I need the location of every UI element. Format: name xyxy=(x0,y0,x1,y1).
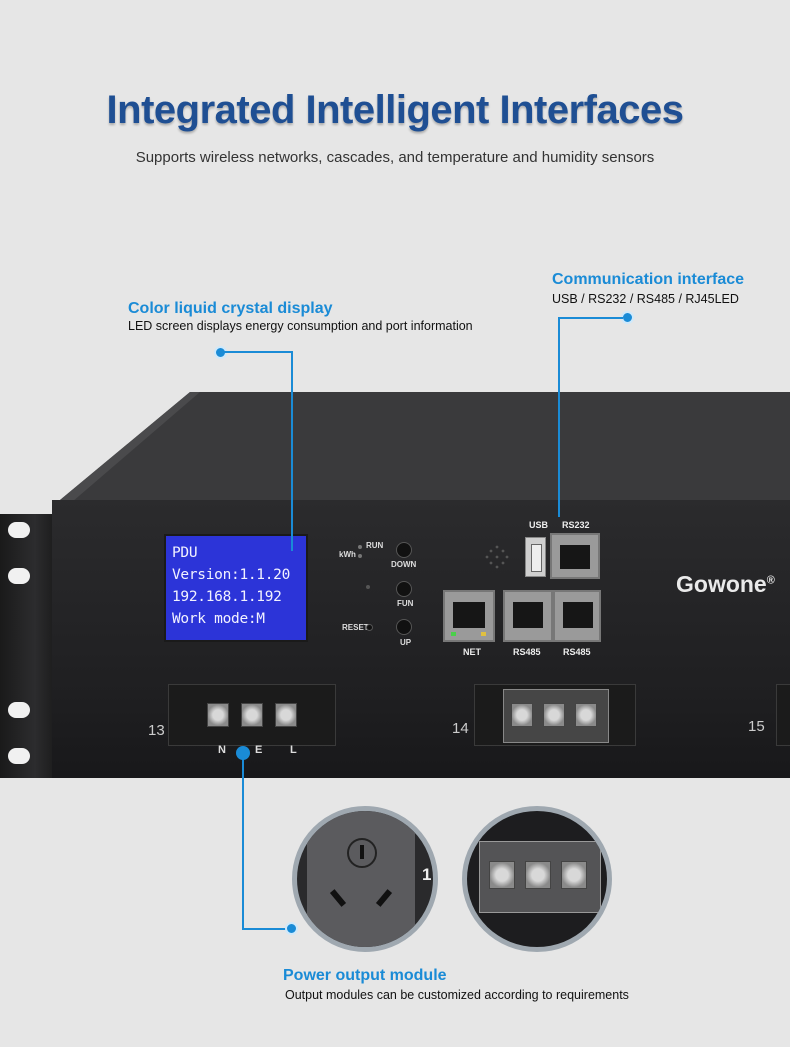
usb-port-label: USB xyxy=(529,520,549,530)
display-callout-desc: LED screen displays energy consumption a… xyxy=(128,319,473,333)
power-callout-line xyxy=(242,752,244,930)
rs485-port-b[interactable] xyxy=(553,590,601,642)
terminal-block-13 xyxy=(168,684,336,746)
terminal-number-13: 13 xyxy=(148,722,165,739)
power-callout-line xyxy=(242,928,288,930)
terminal-screw-icon xyxy=(207,703,229,727)
terminal-screw-icon xyxy=(275,703,297,727)
down-button-label: DOWN xyxy=(391,560,417,569)
terminal-number-15: 15 xyxy=(748,718,765,735)
rack-slot xyxy=(8,522,30,538)
power-callout-dot xyxy=(285,922,298,935)
terminal-block-14 xyxy=(474,684,636,746)
run-led-icon xyxy=(358,545,362,549)
terminal-screw-icon xyxy=(561,861,587,889)
terminal-label-n: N xyxy=(218,744,226,756)
socket-outlet-icon xyxy=(329,838,393,907)
run-indicator-label: RUN xyxy=(366,541,384,550)
lcd-line-version: Version:1.1.20 xyxy=(172,567,291,583)
terminal-screw-icon xyxy=(511,703,533,727)
lcd-line-device: PDU xyxy=(172,545,198,561)
down-button[interactable] xyxy=(396,542,412,558)
communication-callout-title: Communication interface xyxy=(552,271,745,288)
communication-callout-line xyxy=(559,317,623,319)
net-port[interactable] xyxy=(443,590,495,642)
socket-detail-circle: 1 xyxy=(292,806,438,952)
terminal-screw-icon xyxy=(489,861,515,889)
brand-registered-mark: ® xyxy=(766,574,775,587)
terminal-screw-icon xyxy=(241,703,263,727)
rs232-port-label: RS232 xyxy=(562,520,590,530)
lcd-line-mode: Work mode:M xyxy=(172,611,265,627)
terminal-screw-icon xyxy=(525,861,551,889)
communication-callout-desc: USB / RS232 / RS485 / RJ45LED xyxy=(552,292,739,306)
brand-name: Gowone xyxy=(676,571,767,597)
rs485-port-a[interactable] xyxy=(503,590,553,642)
lcd-display: PDU Version:1.1.20 192.168.1.192 Work mo… xyxy=(164,534,308,642)
rack-ear xyxy=(0,514,58,778)
terminal-screw-icon xyxy=(543,703,565,727)
status-led-icon xyxy=(366,585,370,589)
usb-port[interactable] xyxy=(525,537,546,577)
rs485-port-b-label: RS485 xyxy=(563,647,591,657)
rs485-port-a-label: RS485 xyxy=(513,647,541,657)
socket-number: 1 xyxy=(422,865,432,884)
up-button[interactable] xyxy=(396,619,412,635)
terminal-detail-circle xyxy=(462,806,612,952)
display-callout-title: Color liquid crystal display xyxy=(128,300,333,317)
up-button-label: UP xyxy=(400,638,412,647)
power-callout-desc: Output modules can be customized accordi… xyxy=(285,988,629,1002)
terminal-label-e: E xyxy=(255,744,263,756)
page-subtitle: Supports wireless networks, cascades, an… xyxy=(135,149,655,166)
fun-button[interactable] xyxy=(396,581,412,597)
display-callout-line xyxy=(291,351,293,551)
communication-callout-line xyxy=(558,317,560,517)
terminal-screw-icon xyxy=(575,703,597,727)
rack-slot xyxy=(8,568,30,584)
rack-slot xyxy=(8,748,30,764)
rs232-port[interactable] xyxy=(550,533,600,579)
lcd-line-ip: 192.168.1.192 xyxy=(172,589,282,605)
brand-logo: Gowone® xyxy=(676,571,775,598)
fun-button-label: FUN xyxy=(397,599,414,608)
socket-face xyxy=(307,811,415,947)
rack-slot xyxy=(8,702,30,718)
terminal-number-14: 14 xyxy=(452,720,469,737)
reset-button[interactable] xyxy=(366,624,373,631)
kwh-indicator-label: kWh xyxy=(339,550,356,559)
reset-button-label: RESET xyxy=(342,623,369,632)
net-port-label: NET xyxy=(463,647,481,657)
power-callout-anchor xyxy=(236,746,250,760)
terminal-label-l: L xyxy=(290,744,297,756)
terminal-block-15 xyxy=(776,684,790,746)
buzzer-grille-icon xyxy=(485,545,509,569)
page-title: Integrated Intelligent Interfaces xyxy=(106,88,684,132)
power-callout-title: Power output module xyxy=(283,967,447,984)
display-callout-line xyxy=(224,351,293,353)
kwh-led-icon xyxy=(358,554,362,558)
chassis-top xyxy=(60,392,790,502)
